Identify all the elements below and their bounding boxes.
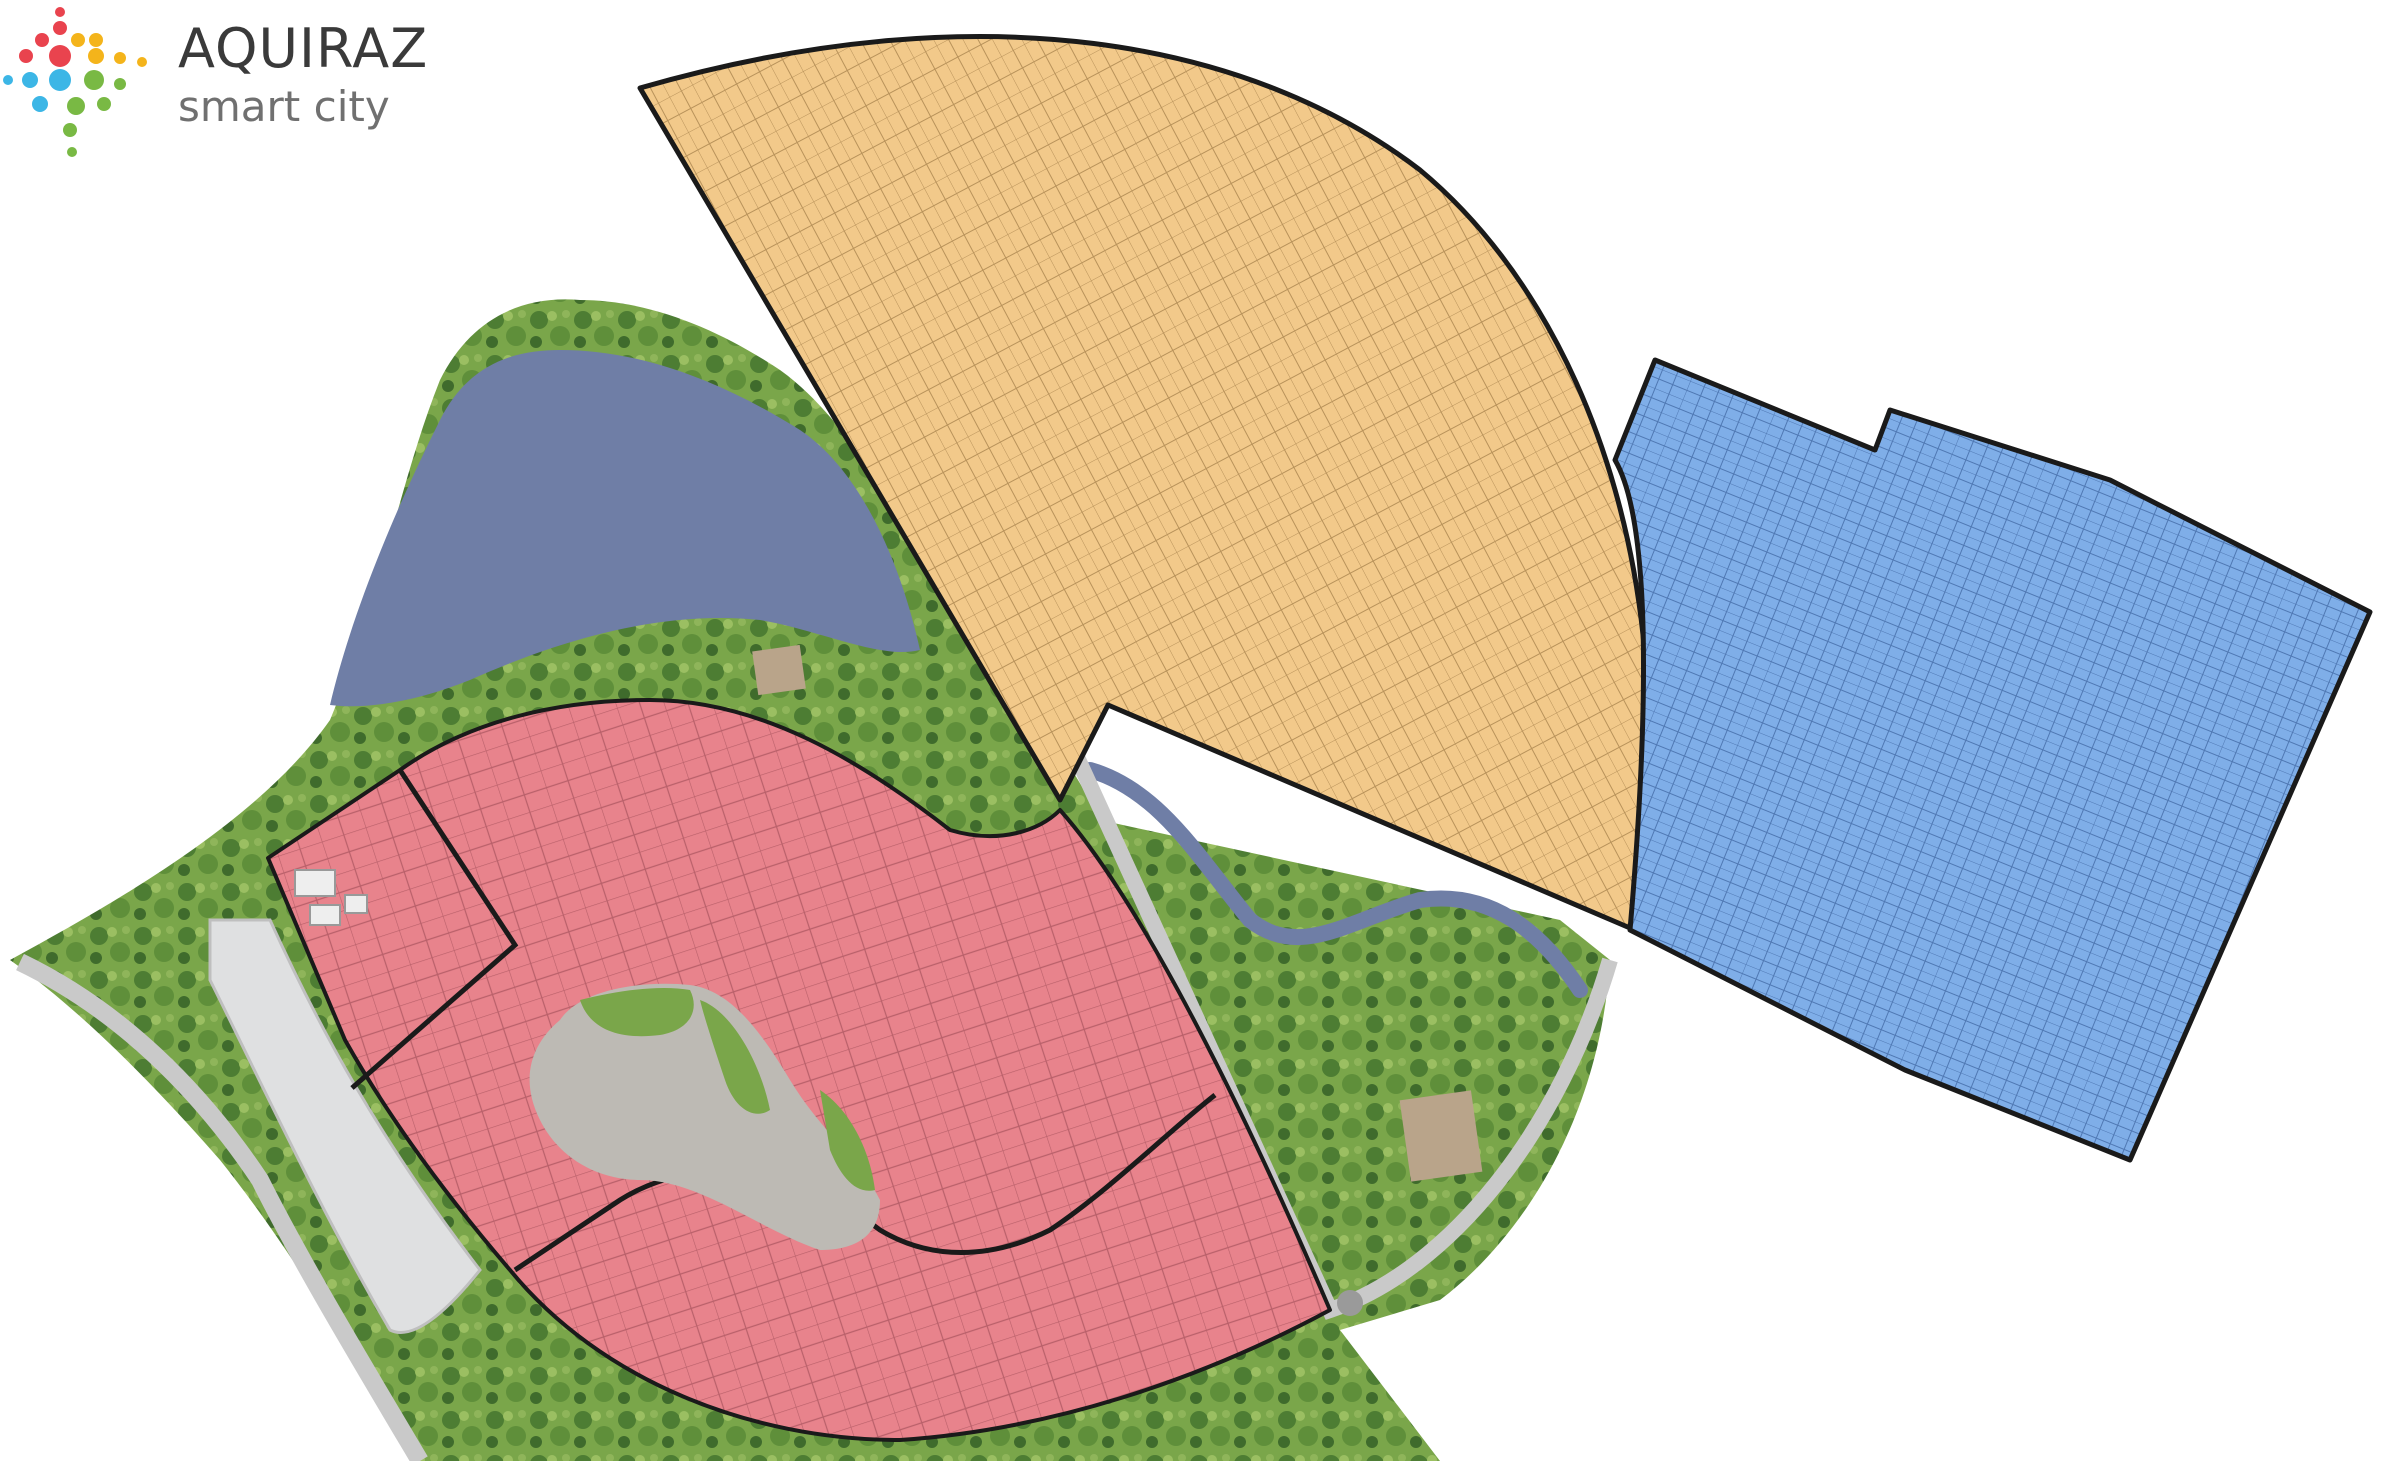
plaza-greenery bbox=[580, 988, 875, 1191]
brand-name: AQUIRAZ bbox=[178, 17, 429, 80]
river bbox=[1082, 762, 1588, 998]
roundabout bbox=[1337, 1290, 1363, 1316]
perimeter-road bbox=[16, 953, 428, 1465]
pink-subzone-boundary-1 bbox=[350, 768, 519, 1090]
bare-lot-east bbox=[1399, 1090, 1483, 1182]
central-plaza bbox=[529, 983, 880, 1250]
zone-blue bbox=[1612, 357, 2373, 1163]
bare-lot-north bbox=[752, 644, 806, 696]
aquiraz-dot-mark-icon bbox=[3, 7, 147, 157]
brand-tagline: smart city bbox=[178, 82, 390, 131]
parking-area bbox=[208, 918, 482, 1334]
access-road bbox=[1052, 716, 1618, 1320]
clubhouse-buildings bbox=[294, 869, 368, 926]
brand-logo: AQUIRAZ smart city bbox=[0, 0, 430, 175]
lake bbox=[330, 350, 920, 707]
